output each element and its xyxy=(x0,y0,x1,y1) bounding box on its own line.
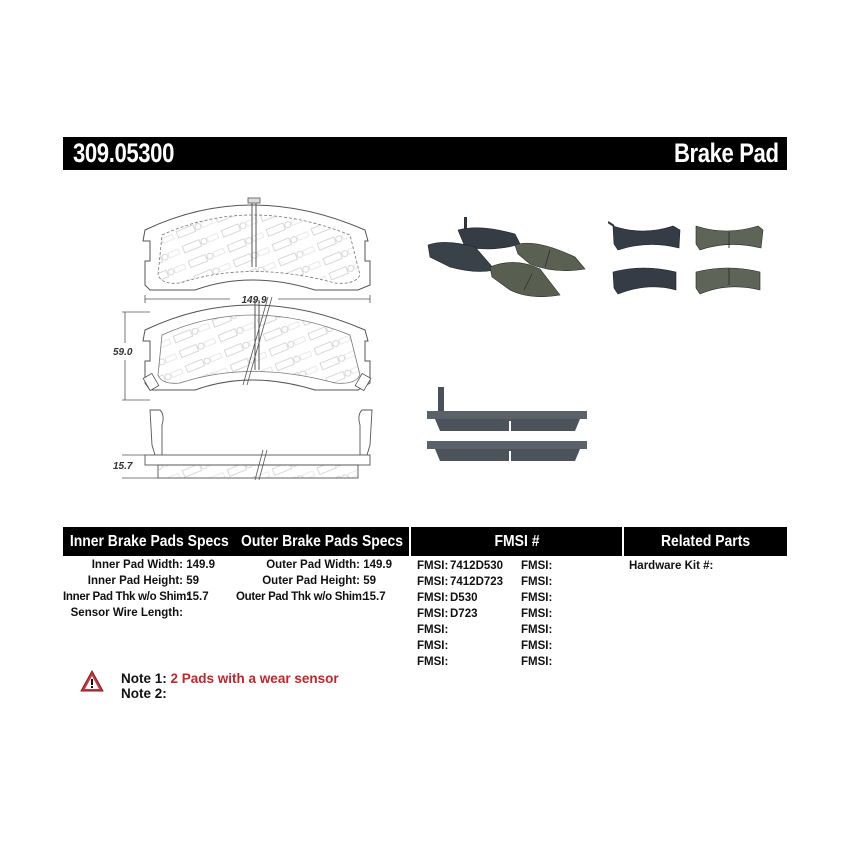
fmsi-row: FMSI: xyxy=(417,624,449,636)
title-bar: 309.05300 Brake Pad xyxy=(63,137,787,170)
product-category: Brake Pad xyxy=(674,138,779,168)
fmsi-row: FMSI: xyxy=(521,656,553,668)
hardware-kit-row: Hardware Kit #: xyxy=(629,558,713,574)
part-number: 309.05300 xyxy=(73,138,174,168)
note-2-label: Note 2: xyxy=(121,686,167,701)
related-parts-header: Related Parts xyxy=(624,527,787,556)
fmsi-row: FMSI:D723 xyxy=(417,608,478,620)
technical-drawing: 149.9 59.0 15.7 xyxy=(110,185,405,480)
fmsi-row: FMSI: xyxy=(417,656,449,668)
fmsi-row: FMSI:7412D530 xyxy=(417,560,504,572)
warning-triangle-icon xyxy=(80,670,104,692)
fmsi-row: FMSI: xyxy=(521,624,553,636)
note-1-text: 2 Pads with a wear sensor xyxy=(170,671,339,686)
inner-specs-header: Inner Brake Pads Specs xyxy=(63,527,236,556)
product-photo-angled xyxy=(420,212,600,302)
note-2: Note 2: xyxy=(121,686,167,701)
inner-spec-row: Inner Pad Height: 59 xyxy=(87,575,199,587)
fmsi-row: FMSI: xyxy=(521,608,553,620)
inner-spec-row: Sensor Wire Length: xyxy=(70,607,183,619)
outer-spec-row: Outer Pad Height: 59 xyxy=(262,575,376,587)
fmsi-row: FMSI: xyxy=(521,640,553,652)
dim-thickness-label: 15.7 xyxy=(113,461,133,472)
fmsi-list-col1: FMSI:7412D530 FMSI:7412D723 FMSI:D530 FM… xyxy=(417,558,503,670)
fmsi-list-col2: FMSI: FMSI: FMSI: FMSI: FMSI: FMSI: FMSI… xyxy=(521,558,552,670)
fmsi-row: FMSI: xyxy=(521,576,553,588)
dim-height-label: 59.0 xyxy=(113,347,133,358)
hardware-kit-label: Hardware Kit #: xyxy=(629,560,714,572)
dim-width-label: 149.9 xyxy=(241,295,266,306)
note-1: Note 1: 2 Pads with a wear sensor xyxy=(121,671,339,686)
inner-spec-row: Inner Pad Width: 149.9 xyxy=(91,559,215,571)
fmsi-row: FMSI: xyxy=(417,640,449,652)
product-photo-side xyxy=(425,383,590,468)
outer-specs-list: Outer Pad Width: 149.9 Outer Pad Height:… xyxy=(236,557,416,605)
product-photo-flat xyxy=(608,220,773,300)
outer-spec-row: Outer Pad Thk w/o Shim: 15.7 xyxy=(236,591,386,603)
fmsi-row: FMSI:7412D723 xyxy=(417,576,504,588)
outer-specs-header: Outer Brake Pads Specs xyxy=(236,527,409,556)
fmsi-row: FMSI: xyxy=(521,560,553,572)
note-1-label: Note 1: xyxy=(121,671,167,686)
fmsi-row: FMSI:D530 xyxy=(417,592,478,604)
fmsi-header: FMSI # xyxy=(411,527,622,556)
inner-spec-row: Inner Pad Thk w/o Shim: 15.7 xyxy=(63,591,209,603)
outer-spec-row: Outer Pad Width: 149.9 xyxy=(266,559,392,571)
inner-specs-list: Inner Pad Width: 149.9 Inner Pad Height:… xyxy=(63,557,263,621)
fmsi-row: FMSI: xyxy=(521,592,553,604)
